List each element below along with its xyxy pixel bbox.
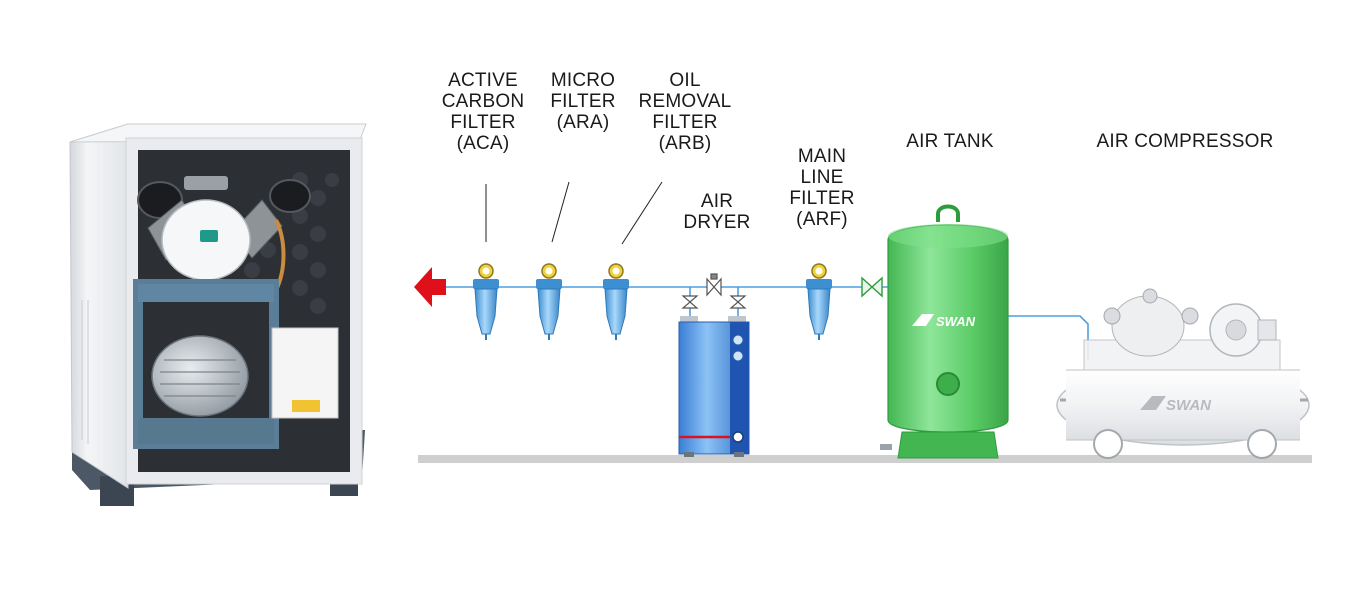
label-line: FILTER [550,91,616,112]
label-line: LINE [800,167,844,188]
label-line: CARBON [441,91,525,112]
compressor-brand: SWAN [1166,397,1212,414]
label-line: FILTER [789,188,855,209]
label-line: (ARB) [658,133,712,154]
label-active-carbon-filter: ACTIVE CARBON FILTER (ACA) [420,70,546,154]
label-air-compressor: AIR COMPRESSOR [1060,131,1310,152]
tank-legs [897,431,999,459]
compressor-wheel-right [1247,429,1277,459]
label-line: AIR COMPRESSOR [1096,131,1274,152]
filter-arb [603,263,629,340]
red-left-arrow-icon [414,267,446,307]
pump-badge [200,230,218,242]
label-line: FILTER [652,112,718,133]
dryer-indicator [732,431,744,443]
label-line: AIR [700,191,734,212]
dryer-port-top [732,334,744,346]
label-line: REMOVAL [638,91,732,112]
floor-line [418,455,1312,463]
pump-top-cap [184,176,228,190]
label-line: DRYER [683,212,751,233]
tank-lift-ring [936,204,960,222]
tank-brand-swoosh [912,314,934,326]
leader-lines [485,181,663,245]
filter-arf [806,263,832,340]
bowtie-valve-icon [861,276,883,298]
label-line: (ARA) [556,112,610,133]
leader-arb [621,181,663,245]
motor [151,335,249,417]
label-line: MAIN [797,146,847,167]
cabinet-side-panel [69,123,129,489]
bowtie-valve-icon [706,273,722,297]
label-line: OIL [669,70,701,91]
control-box-warning-label [292,400,320,412]
label-line: ACTIVE [448,70,518,91]
label-air-tank: AIR TANK [880,131,1020,152]
tank-drain-valve [880,444,892,450]
label-line: AIR TANK [906,131,994,152]
label-air-dryer: AIR DRYER [662,191,772,233]
label-line: FILTER [450,112,516,133]
compressor-wheel-left [1093,429,1123,459]
compressor-pump [1111,295,1185,357]
label-line: MICRO [550,70,616,91]
tank-mounted-compressor: SWAN [1056,288,1310,459]
label-line: (ARF) [796,209,848,230]
filter-aca [473,263,499,340]
leader-ara [551,181,570,243]
label-line: (ACA) [456,133,510,154]
bowtie-valve-icon [729,295,747,309]
label-micro-filter: MICRO FILTER (ARA) [522,70,644,133]
air-dryer [678,316,750,457]
label-main-line-filter: MAIN LINE FILTER (ARF) [768,146,876,230]
outlet-arrow [414,267,446,307]
tank-brand: SWAN [936,314,976,329]
air-tank: SWAN [880,204,1009,459]
dryer-port-bottom [732,350,744,362]
bowtie-valve-icon [681,295,699,309]
pulley-right [269,179,311,213]
label-oil-removal-filter: OIL REMOVAL FILTER (ARB) [620,70,750,154]
filter-ara [536,263,562,340]
cabinet-compressor [69,123,367,506]
tank-manhole [936,372,960,396]
